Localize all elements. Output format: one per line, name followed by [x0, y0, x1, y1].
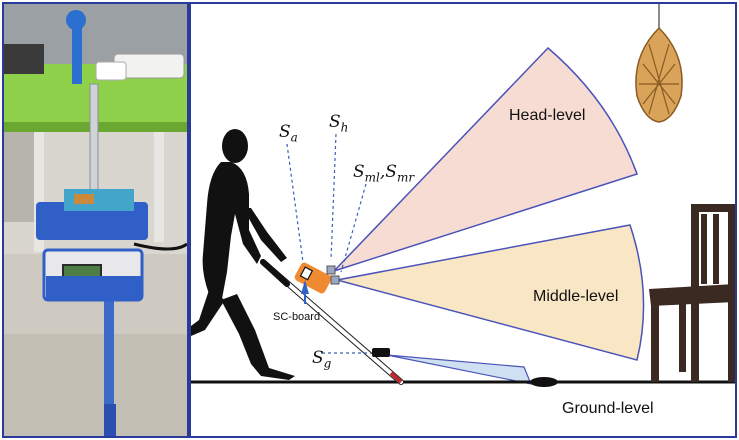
- label-sc-board: SC-board: [273, 311, 321, 323]
- ground-level-zone: [386, 354, 532, 385]
- person-silhouette: [191, 129, 295, 380]
- prototype-photo: [2, 2, 189, 438]
- detection-zone-diagram: Head-level Middle-level Ground-level SC-…: [189, 2, 737, 438]
- pointer-lines: [286, 133, 371, 354]
- label-sensor-a: Sa: [279, 122, 298, 145]
- label-sensor-h: Sh: [329, 112, 349, 135]
- chair-icon: [649, 204, 735, 382]
- board-arrow: [301, 280, 309, 294]
- label-sensor-g: Sg: [312, 348, 332, 371]
- lamp-icon: [635, 4, 683, 123]
- white-cane: [260, 259, 404, 385]
- middle-level-zone: [336, 224, 645, 361]
- sc-board: [294, 262, 340, 294]
- ground-hole: [530, 377, 558, 387]
- label-sensor-ml-mr: Sml,Smr: [353, 162, 415, 185]
- head-level-zone: [333, 46, 638, 272]
- label-middle-level: Middle-level: [533, 288, 619, 305]
- label-head-level: Head-level: [509, 107, 586, 124]
- diagram-canvas: [191, 4, 735, 387]
- label-ground-level: Ground-level: [562, 400, 654, 417]
- prototype-photo-drawing: [4, 4, 187, 436]
- ground-sensor: [372, 348, 390, 357]
